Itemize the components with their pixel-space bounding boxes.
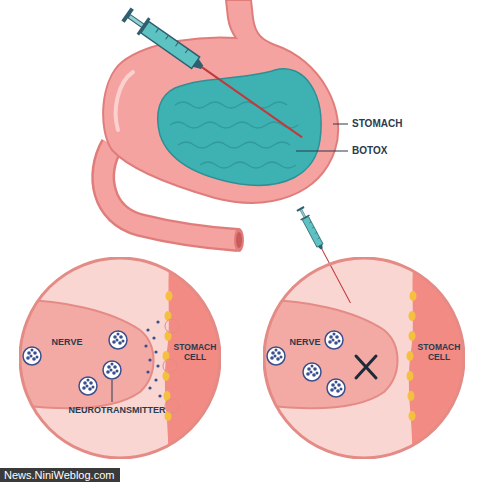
part-label: STOMACH (352, 118, 402, 129)
nerve-label: NERVE (47, 337, 87, 347)
nerve-label: NERVE (285, 337, 325, 347)
watermark: News.NiniWeblog.com (0, 468, 120, 482)
part-label: BOTOX (352, 145, 387, 156)
cell-label: STOMACH CELL (173, 343, 217, 363)
cell-label: STOMACH CELL (417, 343, 461, 363)
zoom-circle: NERVE STOMACH CELL (263, 257, 465, 459)
neurotransmitter-label: NEUROTRANSMITTER (65, 405, 169, 415)
zoom-circle: NERVE STOMACH CELL NEUROTRANSMITTER (19, 257, 221, 459)
